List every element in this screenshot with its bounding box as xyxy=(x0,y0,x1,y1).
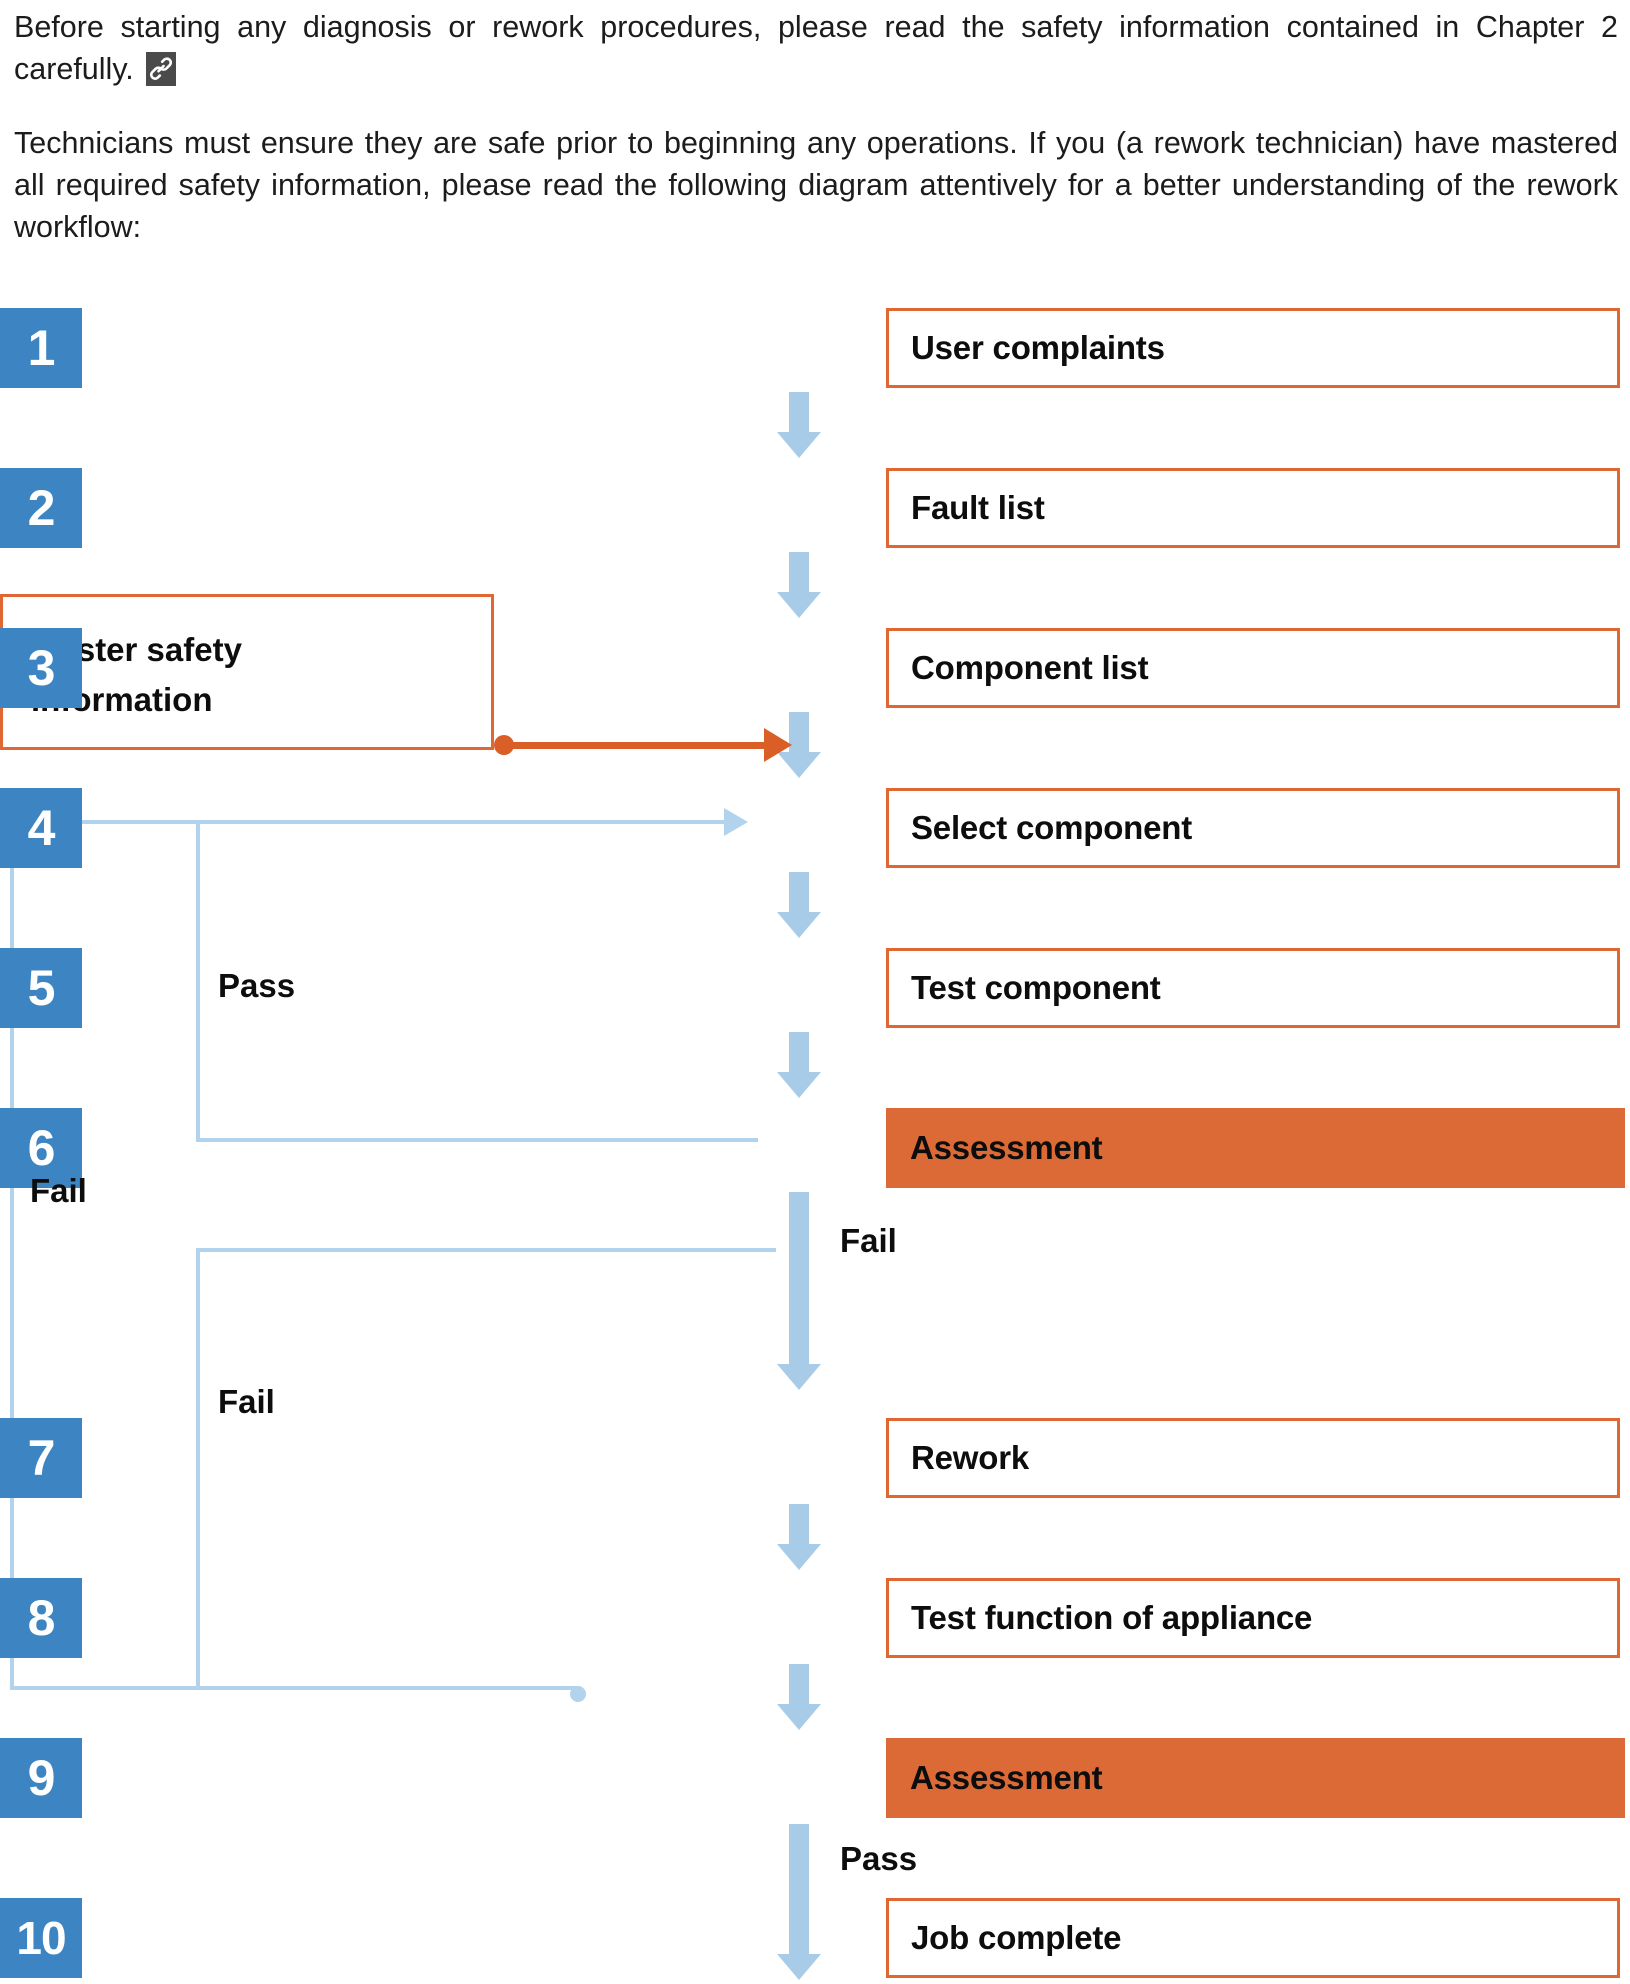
master-safety-information-box[interactable]: Master safety information xyxy=(0,594,494,750)
step-number-4[interactable]: 4 xyxy=(0,788,82,868)
edge-label-pass-from-step-9: Pass xyxy=(840,1840,918,1877)
step-number-6[interactable]: 6 xyxy=(0,1108,82,1188)
edge-label-fail-from-step-6: Fail xyxy=(840,1222,897,1259)
intro-paragraph-2-text: Technicians must ensure they are safe pr… xyxy=(14,126,1618,244)
step-label-box-6[interactable]: Assessment xyxy=(886,1108,1625,1188)
step-label-1: User complaints xyxy=(911,329,1165,366)
step-number-2[interactable]: 2 xyxy=(0,468,82,548)
step-number-10-value: 10 xyxy=(16,1912,66,1964)
step-number-3-value: 3 xyxy=(27,640,56,696)
rail-fail-outer-vertical xyxy=(10,820,14,1688)
step-label-9: Assessment xyxy=(910,1759,1103,1796)
step-number-1-value: 1 xyxy=(27,320,56,376)
arrow-head-1-to-2 xyxy=(777,432,821,458)
arrow-step-9-to-10 xyxy=(789,1824,809,1956)
rail-fail-outer-top xyxy=(10,820,178,824)
step-label-box-7[interactable]: Rework xyxy=(886,1418,1620,1498)
orange-connector-dot xyxy=(494,735,514,755)
step-label-5: Test component xyxy=(911,969,1161,1006)
arrow-head-9-to-10 xyxy=(777,1954,821,1980)
step-label-box-4[interactable]: Select component xyxy=(886,788,1620,868)
orange-connector-line xyxy=(508,742,770,749)
step-label-box-10[interactable]: Job complete xyxy=(886,1898,1620,1978)
step-label-4: Select component xyxy=(911,809,1193,846)
step-number-9-value: 9 xyxy=(27,1750,56,1806)
step-number-5[interactable]: 5 xyxy=(0,948,82,1028)
step-label-8: Test function of appliance xyxy=(911,1599,1313,1636)
arrow-step-5-to-6 xyxy=(789,1032,809,1074)
master-safety-line-2: information xyxy=(31,681,213,718)
orange-connector-arrowhead xyxy=(764,728,792,762)
arrow-step-1-to-2 xyxy=(789,392,809,434)
arrow-head-4-to-5 xyxy=(777,912,821,938)
step-label-10: Job complete xyxy=(911,1919,1122,1956)
rail-pass-bottom xyxy=(196,1138,758,1142)
link-icon[interactable] xyxy=(145,52,176,86)
arrow-head-7-to-8 xyxy=(777,1544,821,1570)
rail-pass-top xyxy=(166,820,724,824)
arrow-step-3-to-4 xyxy=(789,712,809,754)
edge-label-fail-from-step-9: Fail xyxy=(218,1383,275,1420)
arrow-head-5-to-6 xyxy=(777,1072,821,1098)
master-safety-information-text: Master safety information xyxy=(31,625,431,725)
step-label-3: Component list xyxy=(911,649,1149,686)
step-label-box-3[interactable]: Component list xyxy=(886,628,1620,708)
step-number-9[interactable]: 9 xyxy=(0,1738,82,1818)
step-number-7[interactable]: 7 xyxy=(0,1418,82,1498)
step-number-2-value: 2 xyxy=(27,480,56,536)
rail-fail-inner-top xyxy=(196,1248,776,1252)
arrow-step-4-to-5 xyxy=(789,872,809,914)
edge-label-pass-from-step-6: Pass xyxy=(218,967,296,1004)
step-number-6-value: 6 xyxy=(27,1120,56,1176)
step-number-3[interactable]: 3 xyxy=(0,628,82,708)
rail-fail-outer-bottom xyxy=(10,1686,580,1690)
arrow-head-2-to-3 xyxy=(777,592,821,618)
step-label-box-8[interactable]: Test function of appliance xyxy=(886,1578,1620,1658)
arrow-step-2-to-3 xyxy=(789,552,809,594)
step-label-box-2[interactable]: Fault list xyxy=(886,468,1620,548)
intro-paragraph-1: Before starting any diagnosis or rework … xyxy=(14,6,1618,90)
rail-dot-into-step-9 xyxy=(570,1686,586,1702)
edge-label-fail-outer: Fail xyxy=(30,1172,87,1209)
master-safety-line-1: Master safety xyxy=(31,631,242,668)
step-label-box-5[interactable]: Test component xyxy=(886,948,1620,1028)
step-number-8-value: 8 xyxy=(27,1590,56,1646)
intro-paragraph-2: Technicians must ensure they are safe pr… xyxy=(14,122,1618,290)
step-label-box-9[interactable]: Assessment xyxy=(886,1738,1625,1818)
rail-fail-inner-vertical xyxy=(196,1248,200,1688)
step-label-7: Rework xyxy=(911,1439,1030,1476)
rail-pass-vertical xyxy=(196,820,200,1142)
step-label-2: Fault list xyxy=(911,489,1045,526)
step-label-box-1[interactable]: User complaints xyxy=(886,308,1620,388)
step-number-7-value: 7 xyxy=(27,1430,56,1486)
arrow-head-8-to-9 xyxy=(777,1704,821,1730)
step-number-10[interactable]: 10 xyxy=(0,1898,82,1978)
step-number-1[interactable]: 1 xyxy=(0,308,82,388)
step-number-4-value: 4 xyxy=(27,800,56,856)
intro-paragraph-1-text: Before starting any diagnosis or rework … xyxy=(14,10,1618,86)
arrow-step-7-to-8 xyxy=(789,1504,809,1546)
step-number-5-value: 5 xyxy=(27,960,56,1016)
rail-arrow-into-step-4 xyxy=(724,808,748,836)
arrow-step-8-to-9 xyxy=(789,1664,809,1706)
step-label-6: Assessment xyxy=(910,1129,1103,1166)
arrow-head-6-to-7 xyxy=(777,1364,821,1390)
step-number-8[interactable]: 8 xyxy=(0,1578,82,1658)
arrow-step-6-to-7 xyxy=(789,1192,809,1366)
